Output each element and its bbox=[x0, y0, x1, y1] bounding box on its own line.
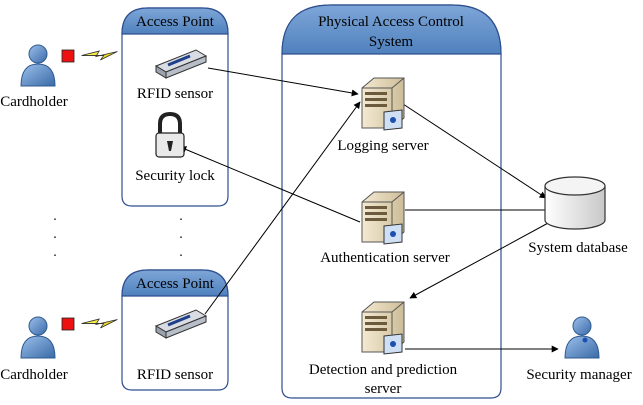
server-icon bbox=[361, 301, 405, 355]
ellipsis-right: . . . bbox=[179, 209, 183, 260]
padlock-icon bbox=[155, 111, 185, 158]
ellipsis-dot: . bbox=[53, 245, 57, 260]
cardholder-bottom: Cardholder bbox=[0, 316, 119, 383]
access-point-top-header bbox=[121, 7, 229, 35]
system-database: System database bbox=[528, 176, 628, 256]
rfid-card-icon bbox=[61, 317, 75, 331]
person-icon bbox=[20, 316, 56, 359]
pacs-title-line1: Physical Access Control bbox=[318, 14, 464, 30]
pacs-title-line2: System bbox=[369, 34, 414, 50]
logging-server-label: Logging server bbox=[337, 138, 428, 154]
ellipsis-left: . . . bbox=[53, 209, 57, 260]
system-database-label: System database bbox=[528, 240, 628, 256]
authentication-server-label: Authentication server bbox=[320, 250, 450, 266]
database-icon bbox=[544, 176, 606, 230]
ellipsis-dot: . bbox=[53, 209, 57, 224]
security-manager: Security manager bbox=[526, 316, 632, 383]
rfid-card-icon bbox=[61, 49, 75, 63]
signal-icon bbox=[80, 48, 119, 63]
rfid-sensor-top-label: RFID sensor bbox=[137, 86, 213, 102]
access-point-bottom-group: Access Point bbox=[121, 269, 229, 391]
cardholder-top-label: Cardholder bbox=[0, 94, 67, 110]
edge-logging-to-database bbox=[399, 101, 547, 199]
rfid-sensor-bottom: RFID sensor bbox=[137, 308, 213, 383]
edge-rfid-top-to-logging bbox=[207, 67, 359, 97]
access-point-top-title: Access Point bbox=[136, 14, 215, 30]
security-lock-label: Security lock bbox=[135, 168, 215, 184]
edge-database-to-detection bbox=[409, 221, 551, 299]
edge-auth-to-lock bbox=[179, 146, 361, 223]
badge-icon bbox=[582, 337, 588, 343]
connectors bbox=[179, 67, 559, 353]
person-icon bbox=[20, 44, 56, 87]
ellipsis-dot: . bbox=[179, 245, 183, 260]
pacs-header bbox=[281, 4, 502, 55]
server-icon bbox=[361, 77, 405, 131]
authentication-server: Authentication server bbox=[320, 191, 450, 266]
rfid-sensor-top: RFID sensor bbox=[137, 48, 213, 102]
security-lock: Security lock bbox=[135, 111, 215, 184]
access-point-bottom-title: Access Point bbox=[136, 276, 215, 292]
detection-server-label-line1: Detection and prediction bbox=[309, 362, 458, 378]
cardholder-bottom-label: Cardholder bbox=[0, 367, 67, 383]
security-manager-label: Security manager bbox=[526, 367, 631, 383]
person-icon bbox=[564, 316, 600, 359]
signal-icon bbox=[80, 316, 119, 331]
cardholder-top: Cardholder bbox=[0, 44, 119, 110]
rfid-sensor-bottom-label: RFID sensor bbox=[137, 367, 213, 383]
ellipsis-dot: . bbox=[179, 209, 183, 224]
access-point-bottom-header bbox=[121, 269, 229, 297]
edge-rfid-bottom-to-logging bbox=[204, 101, 361, 315]
detection-server-label-line2: server bbox=[365, 381, 402, 397]
detection-prediction-server: Detection and prediction server bbox=[309, 301, 458, 397]
ellipsis-dot: . bbox=[179, 227, 183, 242]
ellipsis-dot: . bbox=[53, 227, 57, 242]
server-icon bbox=[361, 191, 405, 245]
logging-server: Logging server bbox=[337, 77, 429, 154]
